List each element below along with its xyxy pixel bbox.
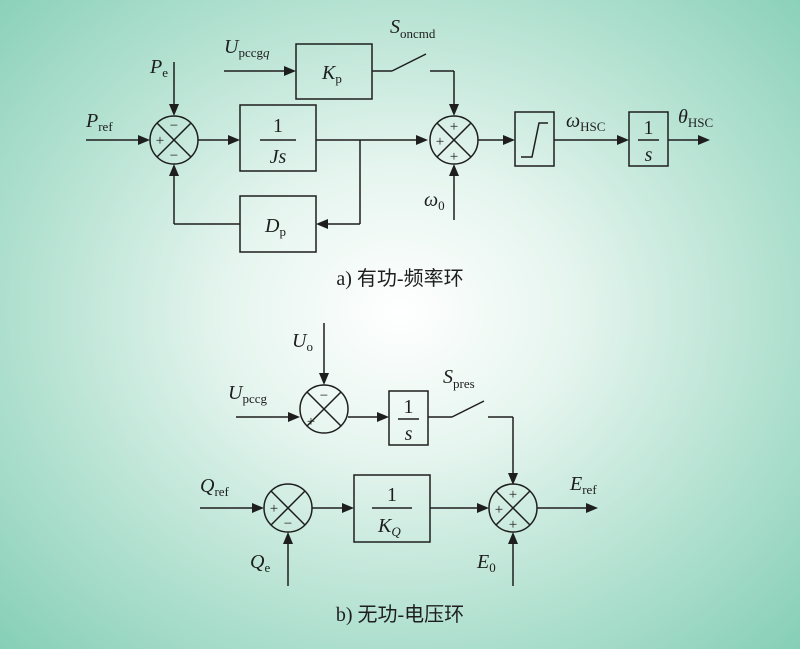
- sum2-sign-top: +: [450, 119, 458, 135]
- sum1-sign-left: +: [156, 133, 164, 149]
- label-p-ref: Pref: [85, 110, 113, 134]
- frequency-loop: Pref Pe − + − 1 Js: [85, 16, 713, 290]
- arrowhead-omega-0: [449, 164, 459, 176]
- arrowhead-limiter: [503, 135, 515, 145]
- sum-junction-5: + + +: [488, 483, 538, 533]
- sum2-sign-left: +: [436, 134, 444, 150]
- label-e-ref: Eref: [569, 473, 597, 497]
- damping-block: Dp: [239, 195, 317, 253]
- kp-label: Kp: [321, 62, 342, 86]
- sum-junction-3: − +: [299, 384, 349, 434]
- caption-voltage-loop: b) 无功-电压环: [336, 603, 464, 626]
- integrator1-numerator: 1: [644, 117, 654, 139]
- inertia-denominator: Js: [270, 146, 287, 168]
- sum5-sign-left: +: [495, 502, 503, 518]
- arrowhead-p-ref: [138, 135, 150, 145]
- integrator-block-2: 1 s: [388, 390, 429, 446]
- integrator-block-1: 1 s: [628, 111, 669, 167]
- sum-junction-2: + + +: [429, 115, 479, 165]
- sum4-sign-bottom: −: [284, 516, 292, 532]
- switch-pres-blade[interactable]: [451, 400, 485, 418]
- integrator2-denominator: s: [405, 423, 413, 445]
- sum3-sign-top: −: [320, 388, 328, 404]
- inertia-block: 1 Js: [239, 104, 317, 172]
- sum4-sign-left: +: [270, 501, 278, 517]
- arrowhead-u-pccg: [288, 412, 300, 422]
- arrowhead-integrator-2: [377, 412, 389, 422]
- switch-oncmd-blade[interactable]: [391, 53, 427, 72]
- arrowhead-sum2-top: [449, 104, 459, 116]
- arrowhead-q-e: [283, 532, 293, 544]
- label-q-e: Qe: [250, 551, 270, 575]
- gain-denominator: KQ: [377, 515, 401, 539]
- label-u-pccgq: Upccgq: [224, 36, 270, 60]
- sum5-sign-bottom: +: [509, 517, 517, 533]
- sum3-sign-left: +: [307, 414, 315, 430]
- saturation-icon: [521, 122, 548, 158]
- arrowhead-damping: [316, 219, 328, 229]
- integrator1-denominator: s: [645, 144, 653, 166]
- sum2-sign-bottom: +: [450, 149, 458, 165]
- arrowhead-inertia: [228, 135, 240, 145]
- caption-frequency-loop: a) 有功-频率环: [336, 267, 463, 290]
- arrowhead-u-o: [319, 373, 329, 385]
- arrowhead-e-ref: [586, 503, 598, 513]
- kp-block: Kp: [295, 43, 373, 100]
- sum1-sign-top: −: [170, 118, 178, 134]
- arrowhead-p-e: [169, 104, 179, 116]
- integrator2-numerator: 1: [404, 396, 414, 418]
- arrowhead-sum2-left: [416, 135, 428, 145]
- arrowhead-gain: [342, 503, 354, 513]
- sum-junction-1: − + −: [149, 115, 199, 165]
- gain-numerator: 1: [387, 484, 397, 506]
- arrowhead-sum5-left: [477, 503, 489, 513]
- label-q-ref: Qref: [200, 475, 230, 499]
- label-u-o: Uo: [292, 330, 313, 354]
- label-s-oncmd: Soncmd: [390, 16, 436, 41]
- label-e-0: E0: [476, 551, 496, 575]
- sum-junction-4: + −: [263, 483, 313, 533]
- inertia-numerator: 1: [273, 115, 283, 137]
- arrowhead-e-0: [508, 532, 518, 544]
- arrowhead-q-ref: [252, 503, 264, 513]
- label-omega-hsc: ωHSC: [566, 110, 605, 134]
- limiter-block: [514, 111, 555, 167]
- voltage-loop: Uo Upccg − + 1 s Spres: [200, 323, 598, 626]
- sum1-sign-bottom: −: [170, 148, 178, 164]
- damping-label: Dp: [264, 215, 286, 239]
- label-theta-hsc: θHSC: [678, 106, 713, 130]
- arrowhead-integrator: [617, 135, 629, 145]
- arrowhead-theta-hsc: [698, 135, 710, 145]
- label-u-pccg: Upccg: [228, 382, 267, 406]
- arrowhead-sum5-top: [508, 473, 518, 485]
- sum5-sign-top: +: [509, 487, 517, 503]
- arrowhead-sum1-bottom: [169, 164, 179, 176]
- arrowhead-kp: [284, 66, 296, 76]
- label-p-e: Pe: [149, 56, 168, 80]
- gain-block: 1 KQ: [353, 474, 431, 543]
- label-omega-0: ω0: [424, 189, 445, 213]
- label-s-pres: Spres: [443, 366, 475, 391]
